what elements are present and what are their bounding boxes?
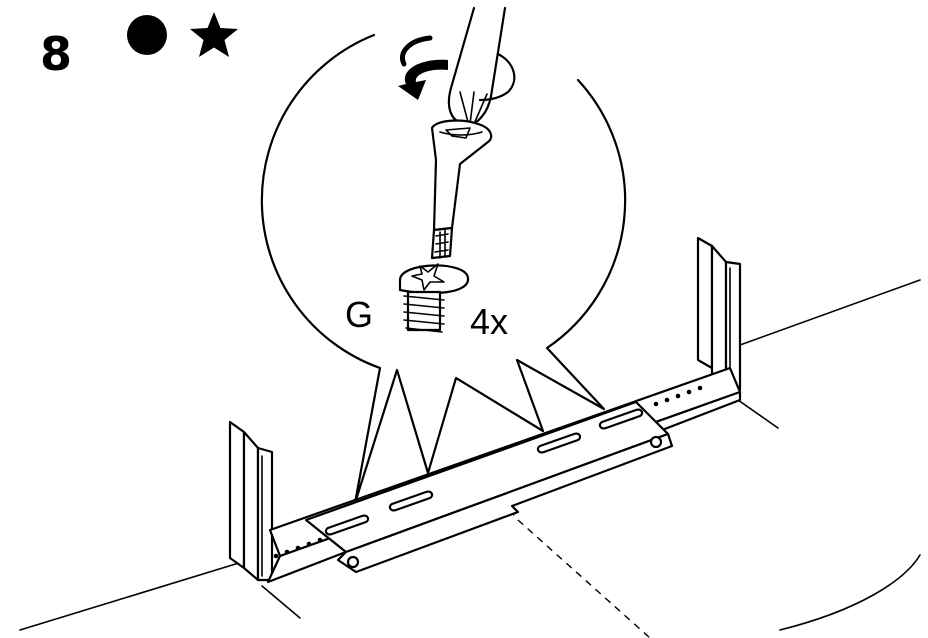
step-number: 8 xyxy=(40,27,72,81)
star-icon xyxy=(190,12,238,57)
screwdriver xyxy=(447,6,507,128)
circle-icon xyxy=(127,15,167,55)
part-label: G xyxy=(345,294,373,335)
quantity-label: 4x xyxy=(470,301,508,342)
screw-slots xyxy=(324,408,644,536)
torx-bit xyxy=(430,119,493,260)
detail-callout-bubble xyxy=(260,33,627,505)
screw-g xyxy=(398,263,470,333)
mounting-bracket xyxy=(228,236,742,584)
rotation-arrow-icon xyxy=(398,35,516,102)
